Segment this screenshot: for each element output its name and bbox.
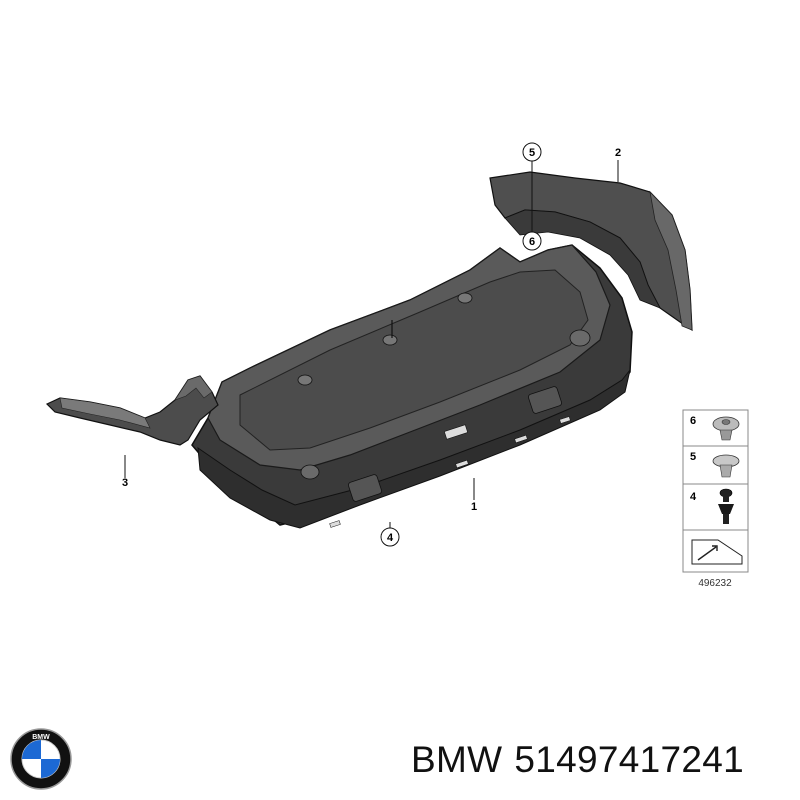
svg-text:4: 4	[387, 532, 394, 544]
callout-2: 2	[615, 147, 621, 159]
callout-6: 6	[522, 231, 542, 251]
part-number: 51497417241	[514, 739, 744, 780]
push-clip-icon	[712, 454, 740, 478]
brand-name: BMW	[411, 739, 503, 780]
legend-item-4: 4	[690, 488, 734, 524]
callout-5: 5	[522, 142, 542, 162]
bmw-logo: BMW	[10, 728, 72, 790]
part-2-right-trim	[489, 171, 693, 332]
plug-clip-icon	[718, 488, 734, 524]
callout-4: 4	[380, 527, 400, 547]
diagram-ref-code: 496232	[698, 578, 732, 589]
svg-text:4: 4	[690, 491, 697, 503]
leader-lines	[124, 160, 619, 528]
legend-item-5: 5	[690, 451, 740, 478]
part-1-trunk-lid-trim	[191, 244, 633, 529]
bracket-symbol-icon	[691, 539, 743, 565]
part-caption: BMW 51497417241	[411, 739, 756, 781]
svg-text:6: 6	[529, 236, 535, 248]
svg-text:5: 5	[529, 147, 535, 159]
part-3-left-trim	[45, 375, 219, 446]
legend-item-6: 6	[690, 415, 740, 441]
svg-text:6: 6	[690, 415, 696, 427]
callout-3: 3	[122, 477, 128, 489]
svg-text:5: 5	[690, 451, 696, 463]
callout-1: 1	[471, 501, 477, 513]
fastener-legend: 6 5 4 49	[682, 409, 749, 589]
expanding-rivet-icon	[712, 416, 740, 441]
logo-lettering: BMW	[32, 734, 50, 741]
